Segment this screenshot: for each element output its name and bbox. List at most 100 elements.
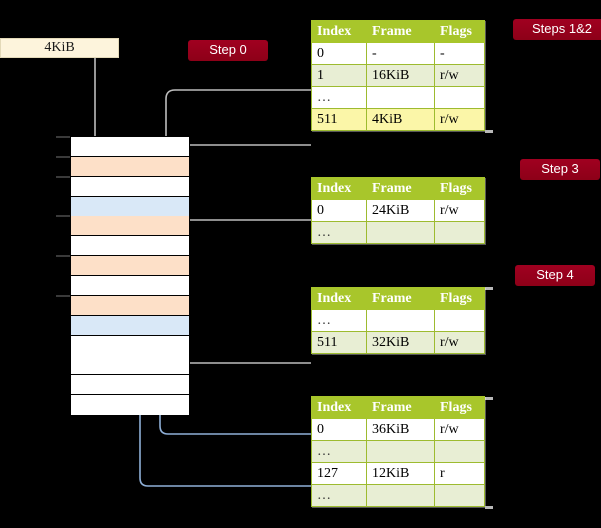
badge-step-3: Step 3 — [520, 159, 600, 180]
memory-frame-row — [71, 275, 189, 296]
cell-frame: 16KiB — [366, 64, 435, 87]
table-edge-stub — [485, 506, 493, 509]
memory-frame-row — [71, 216, 189, 237]
column-header-frame: Frame — [366, 396, 435, 419]
memory-frame-row — [71, 196, 189, 217]
table-row: … — [311, 309, 485, 332]
cell-flags: r/w — [434, 108, 485, 131]
cell-frame — [366, 309, 435, 332]
cell-frame — [366, 221, 435, 244]
badge-label: Steps 1&2 — [532, 21, 592, 36]
memory-tick — [56, 155, 70, 158]
cell-flags: r/w — [434, 64, 485, 87]
column-header-flags: Flags — [434, 396, 485, 419]
cell-frame: 12KiB — [366, 462, 435, 485]
table-edge-stub — [485, 287, 493, 290]
column-header-frame: Frame — [366, 287, 435, 310]
table-edge-stub — [485, 130, 493, 133]
cell-frame: 4KiB — [366, 108, 435, 131]
memory-frame-row — [71, 236, 189, 257]
column-header-index: Index — [311, 287, 367, 310]
memory-frame-row — [71, 176, 189, 197]
cell-flags — [434, 86, 485, 109]
frame-size-label: 4KiB — [44, 40, 75, 55]
badge-step-4: Step 4 — [515, 265, 595, 286]
memory-tick — [56, 255, 70, 258]
badge-label: Step 4 — [536, 267, 574, 282]
cell-frame — [366, 440, 435, 463]
memory-column — [70, 136, 190, 416]
badge-label: Step 0 — [209, 42, 247, 57]
cell-flags: r/w — [434, 418, 485, 441]
badge-step-0: Step 0 — [188, 40, 268, 61]
column-header-index: Index — [311, 177, 367, 200]
column-header-flags: Flags — [434, 177, 485, 200]
cell-index: … — [311, 221, 367, 244]
cell-frame — [366, 484, 435, 507]
memory-frame-row — [71, 256, 189, 277]
column-header-flags: Flags — [434, 287, 485, 310]
table-row: … — [311, 86, 485, 109]
badge-steps-1-2: Steps 1&2 — [513, 19, 601, 40]
cell-index: 0 — [311, 418, 367, 441]
cell-flags — [434, 440, 485, 463]
frame-size-box: 4KiB — [0, 38, 119, 58]
memory-frame-row — [71, 395, 189, 416]
badge-label: Step 3 — [541, 161, 579, 176]
memory-tick — [56, 175, 70, 178]
memory-frame-row — [71, 315, 189, 336]
cell-flags: r — [434, 462, 485, 485]
cell-flags — [434, 309, 485, 332]
cell-index: 0 — [311, 42, 367, 65]
memory-tick — [56, 294, 70, 297]
memory-tick — [56, 136, 70, 138]
cell-flags — [434, 221, 485, 244]
cell-frame: - — [366, 42, 435, 65]
cell-flags: - — [434, 42, 485, 65]
table-row: … — [311, 440, 485, 463]
memory-tick — [56, 215, 70, 218]
cell-index: … — [311, 309, 367, 332]
cell-flags: r/w — [434, 199, 485, 222]
cell-flags: r/w — [434, 331, 485, 354]
memory-frame-row — [71, 355, 189, 376]
cell-frame: 36KiB — [366, 418, 435, 441]
cell-index: … — [311, 484, 367, 507]
cell-index: 127 — [311, 462, 367, 485]
table-row: 0-- — [311, 42, 485, 65]
column-header-index: Index — [311, 20, 367, 43]
cell-frame: 24KiB — [366, 199, 435, 222]
cell-index: … — [311, 86, 367, 109]
cell-index: 511 — [311, 108, 367, 131]
column-header-frame: Frame — [366, 177, 435, 200]
column-header-flags: Flags — [434, 20, 485, 43]
table-row: … — [311, 221, 485, 244]
memory-frame-row — [71, 137, 189, 157]
column-header-frame: Frame — [366, 20, 435, 43]
cell-index: … — [311, 440, 367, 463]
table-edge-stub — [485, 397, 493, 400]
cell-index: 511 — [311, 331, 367, 354]
cell-flags — [434, 484, 485, 507]
cell-index: 1 — [311, 64, 367, 87]
memory-frame-row — [71, 295, 189, 316]
memory-frame-row — [71, 335, 189, 356]
memory-frame-row — [71, 375, 189, 396]
table-row: … — [311, 484, 485, 507]
memory-frame-row — [71, 156, 189, 177]
